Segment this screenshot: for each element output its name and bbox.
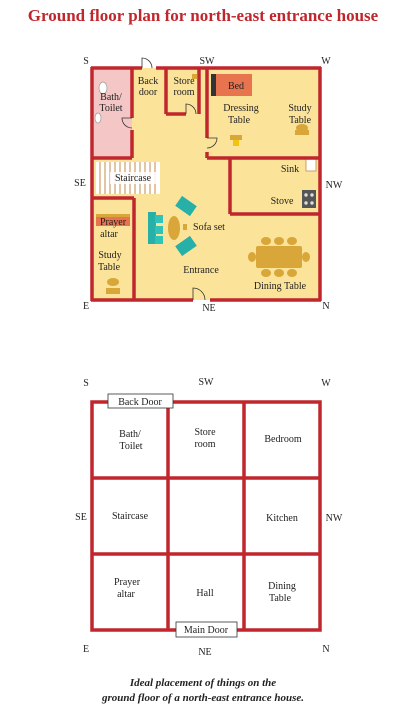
dressing-stool-icon bbox=[233, 140, 239, 146]
back-door-swing bbox=[141, 57, 153, 69]
grid-dir-s: S bbox=[83, 378, 89, 389]
cell-prayer: Prayer bbox=[114, 577, 141, 588]
prayer-altar-icon bbox=[96, 216, 130, 226]
grid-dir-e: E bbox=[83, 644, 89, 655]
basin-icon bbox=[94, 112, 102, 124]
caption-line-1: Ideal placement of things on the bbox=[129, 677, 277, 689]
dir-ne: NE bbox=[202, 303, 215, 314]
label-stove: Stove bbox=[271, 196, 294, 207]
label-sofa-set: Sofa set bbox=[193, 222, 225, 233]
dir-n: N bbox=[322, 301, 329, 312]
label-study-2: Study bbox=[98, 250, 121, 261]
cell-staircase: Staircase bbox=[112, 511, 149, 522]
main-door-box: Main Door bbox=[175, 621, 238, 638]
dressing-table-icon bbox=[230, 135, 242, 140]
cell-bath: Bath/ bbox=[119, 429, 141, 440]
label-study-table: Table bbox=[289, 115, 312, 126]
label-study-table-2: Table bbox=[98, 262, 121, 273]
label-bath: Bath/ bbox=[100, 92, 122, 103]
label-altar: altar bbox=[100, 229, 118, 240]
armchair-1-icon bbox=[175, 195, 197, 217]
label-dressing-table: Table bbox=[228, 115, 251, 126]
bed-headboard bbox=[211, 74, 216, 96]
sofa-icon bbox=[148, 212, 156, 244]
grid-labels: Bath/ Toilet Store room Bedroom Staircas… bbox=[112, 427, 302, 604]
cell-altar: altar bbox=[117, 589, 135, 600]
armchair-2-icon bbox=[175, 235, 197, 257]
staircase bbox=[96, 162, 160, 194]
label-study: Study bbox=[288, 103, 311, 114]
label-dining-table: Dining Table bbox=[254, 281, 307, 292]
vastu-grid: Back Door Main Door Bath/ Toilet Store r… bbox=[75, 377, 343, 658]
back-door-box: Back Door bbox=[107, 393, 174, 409]
study-chair-2-icon bbox=[107, 278, 119, 286]
plan-walls bbox=[90, 66, 322, 302]
cell-bedroom: Bedroom bbox=[264, 434, 301, 445]
bedroom-door-swing bbox=[206, 137, 218, 149]
cell-dining-table: Table bbox=[269, 593, 292, 604]
plan-labels: Bath/ Toilet Back door Store room Bed Dr… bbox=[98, 76, 312, 292]
label-staircase: Staircase bbox=[115, 173, 152, 184]
study-table-icon bbox=[295, 130, 309, 135]
dir-se: SE bbox=[74, 178, 86, 189]
label-store: Store bbox=[173, 76, 195, 87]
label-back: Back bbox=[138, 76, 159, 87]
plan-directions: S SW W SE NW E NE N bbox=[74, 56, 343, 314]
study-table-2-icon bbox=[106, 288, 120, 294]
study-chair-icon bbox=[296, 124, 308, 132]
cell-kitchen: Kitchen bbox=[266, 513, 298, 524]
label-dressing: Dressing bbox=[223, 103, 259, 114]
dir-w: W bbox=[321, 56, 331, 67]
plan-doors bbox=[121, 57, 218, 301]
label-prayer: Prayer bbox=[100, 217, 127, 228]
grid-dir-se: SE bbox=[75, 512, 87, 523]
label-sink: Sink bbox=[281, 164, 299, 175]
grid-dir-ne: NE bbox=[198, 647, 211, 658]
grid-walls bbox=[90, 400, 322, 632]
dining-table-icon bbox=[256, 246, 302, 268]
stove-icon bbox=[302, 190, 316, 208]
cell-dining: Dining bbox=[268, 581, 296, 592]
cell-toilet: Toilet bbox=[119, 441, 142, 452]
detailed-floor-plan: Bath/ Toilet Back door Store room Bed Dr… bbox=[74, 56, 343, 314]
label-entrance: Entrance bbox=[183, 265, 219, 276]
dir-nw: NW bbox=[326, 180, 343, 191]
dir-e: E bbox=[83, 301, 89, 312]
grid-dir-n: N bbox=[322, 644, 329, 655]
page-title: Ground floor plan for north-east entranc… bbox=[27, 6, 379, 25]
cell-room: room bbox=[194, 439, 215, 450]
shelf-icon bbox=[192, 74, 197, 79]
main-door-label: Main Door bbox=[184, 625, 229, 636]
bed-icon bbox=[211, 74, 252, 96]
bath-door-swing bbox=[121, 117, 133, 129]
caption: Ideal placement of things on the ground … bbox=[0, 676, 406, 706]
cell-hall: Hall bbox=[196, 588, 213, 599]
toilet-icon bbox=[98, 81, 108, 95]
entrance-door-swing bbox=[192, 287, 206, 301]
grid-dir-w: W bbox=[321, 378, 331, 389]
dir-s: S bbox=[83, 56, 89, 67]
grid-dir-nw: NW bbox=[326, 513, 343, 524]
dir-sw: SW bbox=[200, 56, 216, 67]
back-door-label: Back Door bbox=[118, 397, 162, 408]
caption-line-2: ground floor of a north-east entrance ho… bbox=[101, 692, 304, 704]
label-toilet: Toilet bbox=[99, 103, 122, 114]
coffee-table-icon bbox=[168, 216, 180, 240]
store-door-swing bbox=[185, 103, 197, 115]
grid-directions: S SW W SE NW E NE N bbox=[75, 377, 343, 658]
label-door: door bbox=[139, 87, 158, 98]
grid-dir-sw: SW bbox=[199, 377, 215, 388]
label-room: room bbox=[173, 87, 194, 98]
cell-store: Store bbox=[194, 427, 216, 438]
label-bed: Bed bbox=[228, 81, 244, 92]
